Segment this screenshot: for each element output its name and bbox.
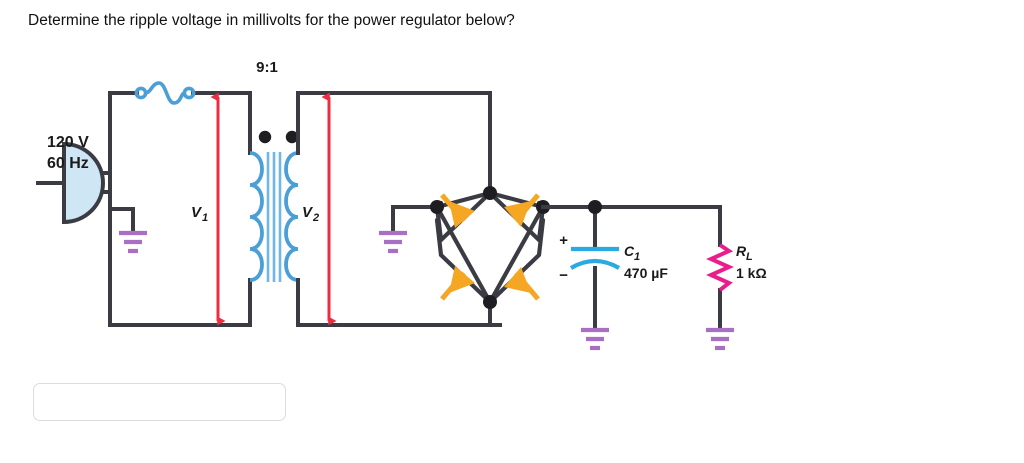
ground-source (119, 230, 147, 254)
ground-capacitor (581, 327, 609, 351)
load-value-label: 1 kΩ (736, 265, 767, 281)
answer-input[interactable] (33, 383, 286, 421)
output-wires (541, 205, 722, 332)
transformer-primary-coil (249, 151, 264, 282)
load-ref-label: R (736, 243, 747, 259)
capacitor-ref-label: C (624, 243, 635, 259)
page-title: Determine the ripple voltage in millivol… (28, 12, 515, 29)
v2-label: V (302, 204, 314, 221)
primary-loop-wires (36, 91, 252, 327)
polarized-capacitor-icon (569, 246, 621, 270)
diode-icon-bottom-right (504, 267, 540, 301)
polarity-dot-icon-primary (258, 130, 272, 144)
fuse-icon (134, 81, 196, 105)
circuit-diagram: 120 V 60 Hz 9:1 V 1 V 2 (36, 59, 767, 351)
capacitor-ref-subscript: 1 (634, 251, 640, 263)
v1-label: V (191, 204, 203, 221)
diode-icon-bottom-left (440, 266, 475, 301)
capacitor-value-label: 470 µF (624, 265, 668, 281)
transformer-ratio-label: 9:1 (256, 59, 278, 76)
bridge-node-top (483, 186, 497, 200)
diode-icon-top-right (504, 193, 540, 227)
capacitor-minus-label: − (559, 267, 568, 284)
bridge-node-bottom (483, 295, 497, 309)
load-ref-subscript: L (746, 251, 753, 263)
source-voltage-label: 120 V (47, 134, 89, 151)
transformer-core (266, 152, 282, 282)
v1-label-subscript: 1 (202, 212, 208, 224)
capacitor-plus-label: + (559, 232, 568, 249)
polarity-dot-icon-secondary (285, 130, 299, 144)
bridge-rectifier (430, 186, 550, 309)
source-frequency-label: 60 Hz (47, 155, 89, 172)
bridge-node-left (430, 200, 444, 214)
output-node (588, 200, 602, 214)
ground-load (706, 327, 734, 351)
ground-rectifier-input (379, 230, 407, 254)
v2-label-subscript: 2 (312, 212, 319, 224)
diode-icon-top-left (440, 193, 475, 228)
resistor-icon (706, 243, 734, 292)
ac-plug-icon (62, 141, 105, 225)
transformer-secondary-coil (284, 151, 299, 282)
